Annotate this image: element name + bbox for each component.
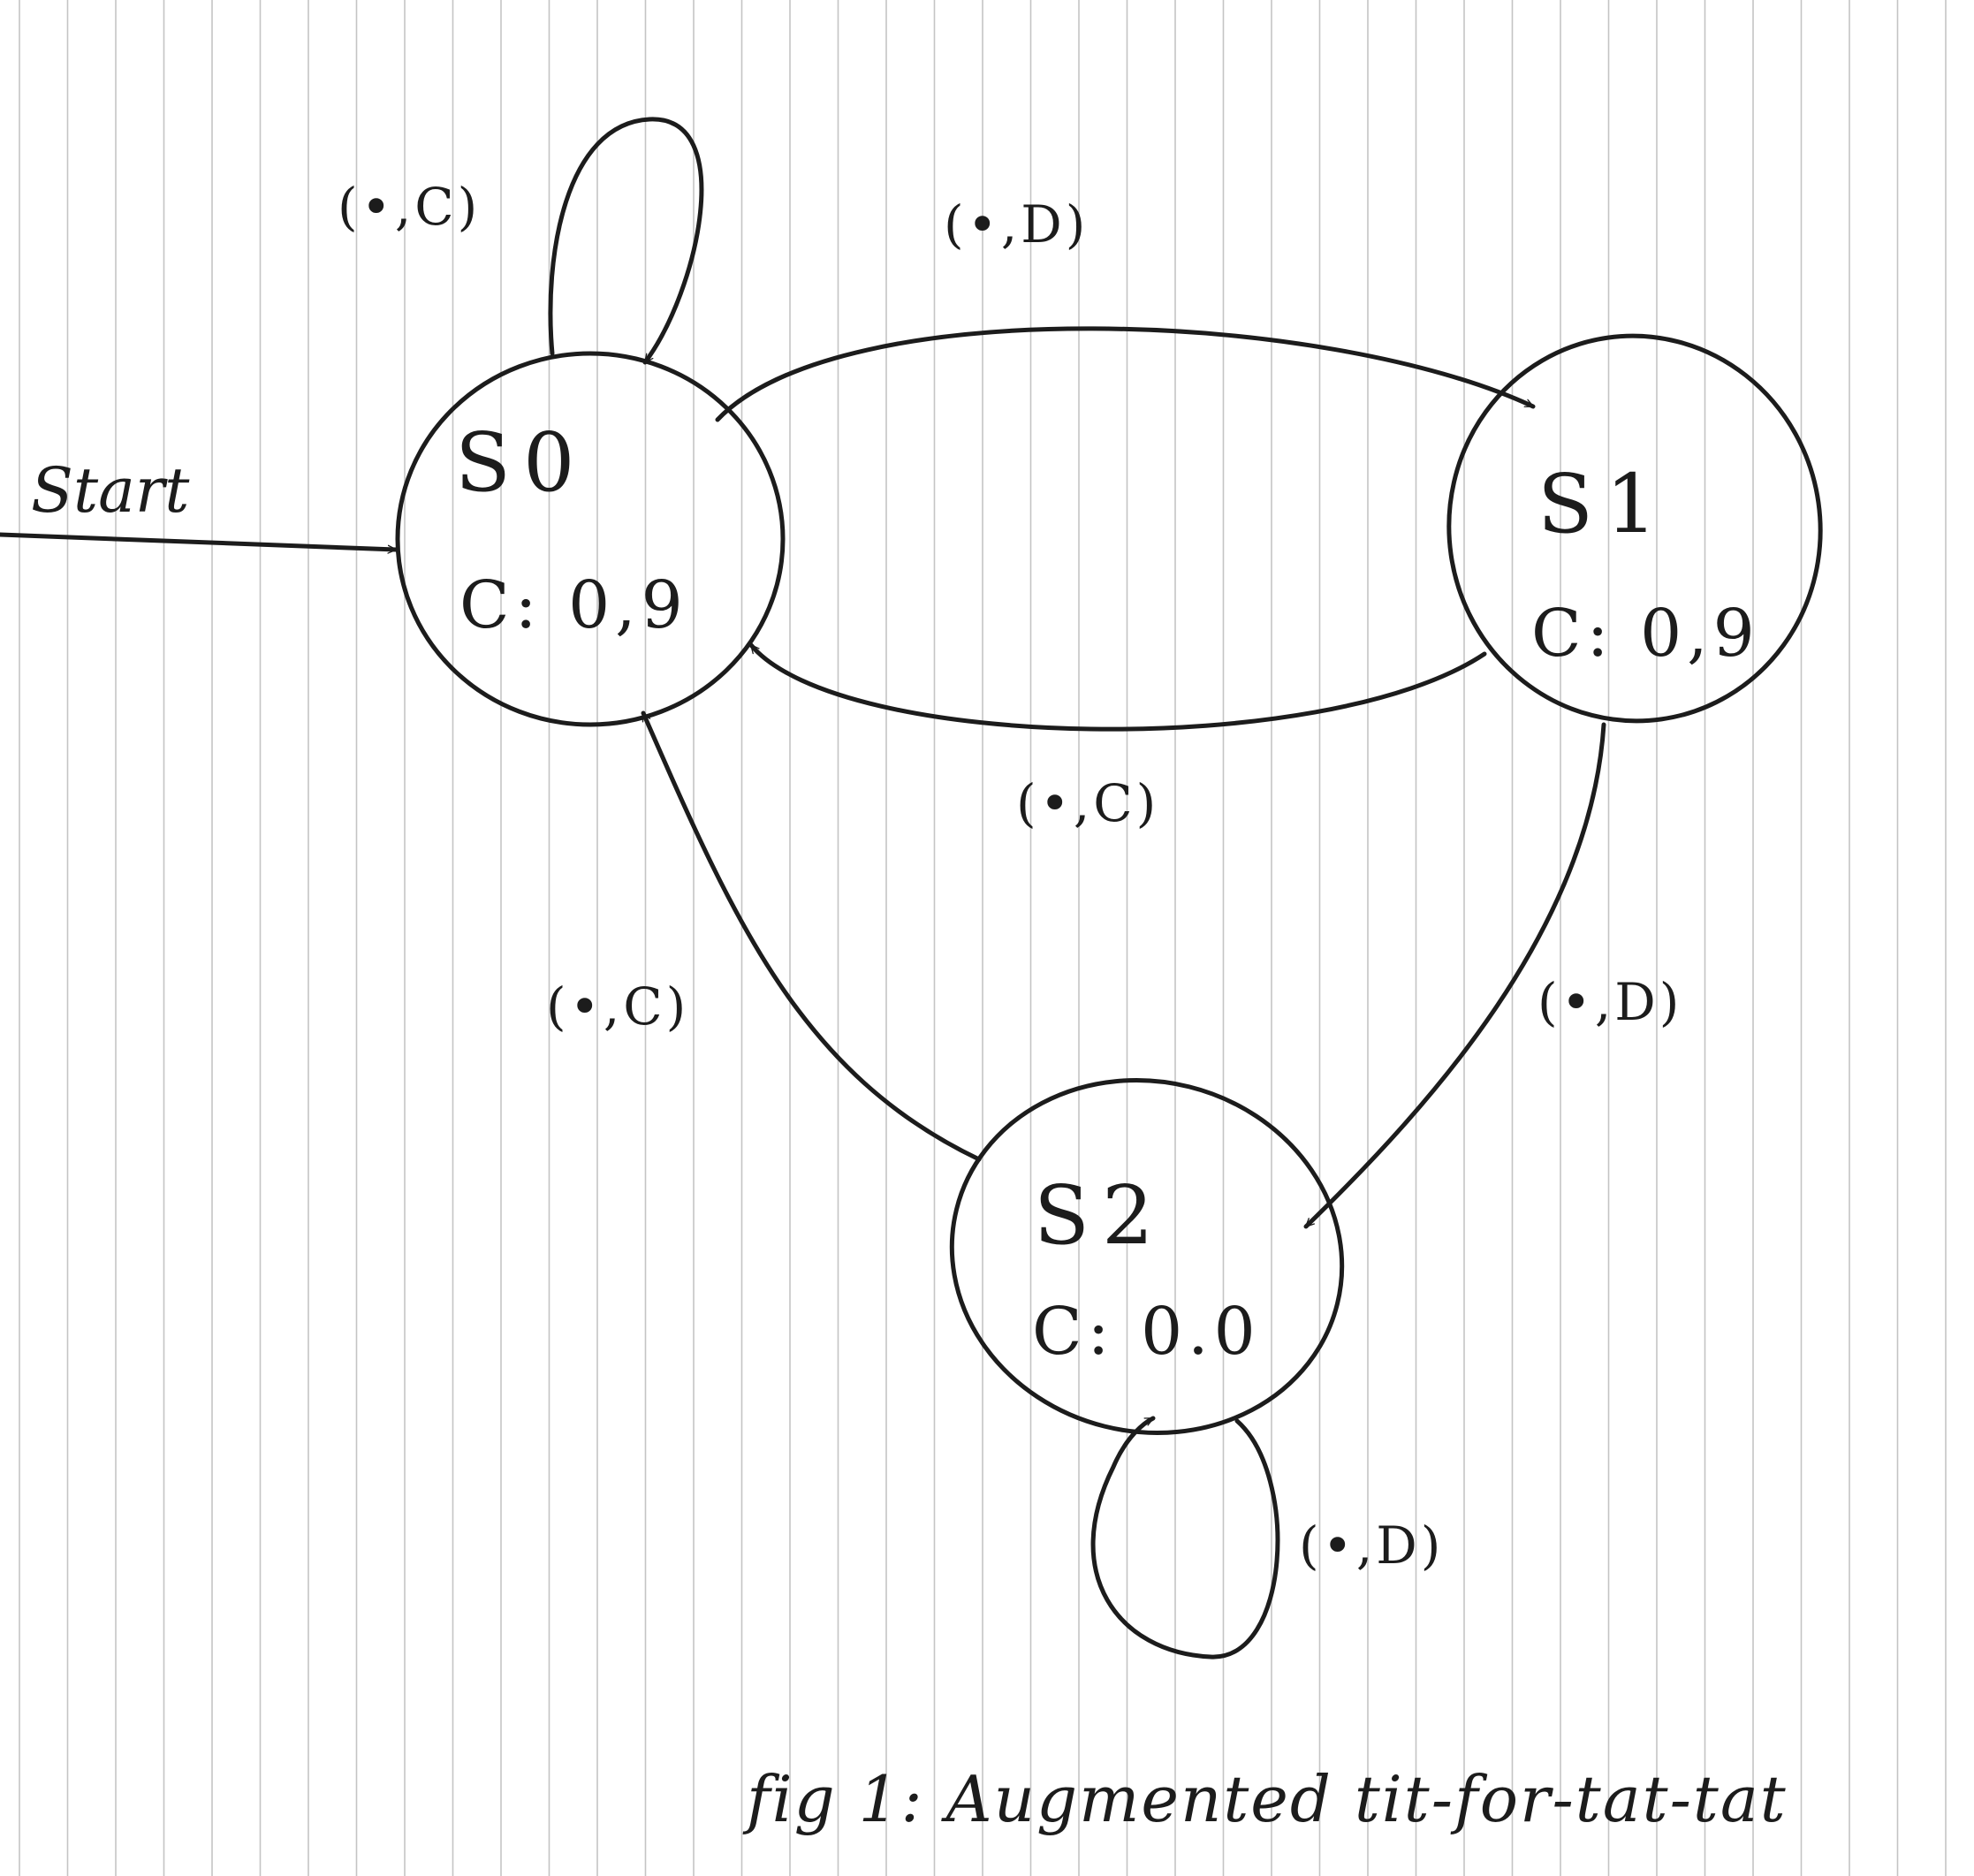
figure-caption: fig 1: Augmented tit-for-tat-tat bbox=[747, 1762, 1788, 1836]
transition-s1-s2-label: (•,D) bbox=[1537, 972, 1683, 1032]
state-s1-circle bbox=[1446, 333, 1823, 724]
state-s0-circle bbox=[395, 351, 786, 727]
transition-s0-s0-arrow bbox=[548, 117, 704, 365]
state-s2-name: S2 bbox=[1034, 1168, 1166, 1263]
transition-s2-s0-label: (•,C) bbox=[546, 976, 690, 1037]
transition-s2-s2-arrow bbox=[1090, 1416, 1280, 1660]
transition-s0-s1-arrow bbox=[715, 326, 1536, 422]
transition-s2-s0-arrow bbox=[641, 710, 982, 1162]
transition-s1-s0-arrow bbox=[748, 642, 1487, 732]
transition-s1-s2-arrow bbox=[1303, 722, 1606, 1229]
state-s1-value: C: 0,9 bbox=[1531, 596, 1760, 672]
state-s0-value: C: 0,9 bbox=[459, 567, 688, 643]
state-s1-name: S1 bbox=[1537, 457, 1670, 551]
start-label: Start bbox=[31, 454, 190, 527]
state-s2-circle bbox=[949, 1078, 1345, 1435]
transition-s0-s1-label: (•,D) bbox=[944, 194, 1089, 254]
transition-s2-s2-label: (•,D) bbox=[1299, 1515, 1445, 1576]
state-s2-value: C: 0.0 bbox=[1032, 1294, 1261, 1370]
transition-s0-s0-label: (•,C) bbox=[338, 177, 482, 237]
transition-s1-s0-label: (•,C) bbox=[1016, 773, 1160, 833]
state-s0-name: S0 bbox=[455, 415, 588, 510]
notebook-ruled-lines bbox=[19, 0, 1947, 1876]
start-arrow bbox=[0, 532, 399, 550]
